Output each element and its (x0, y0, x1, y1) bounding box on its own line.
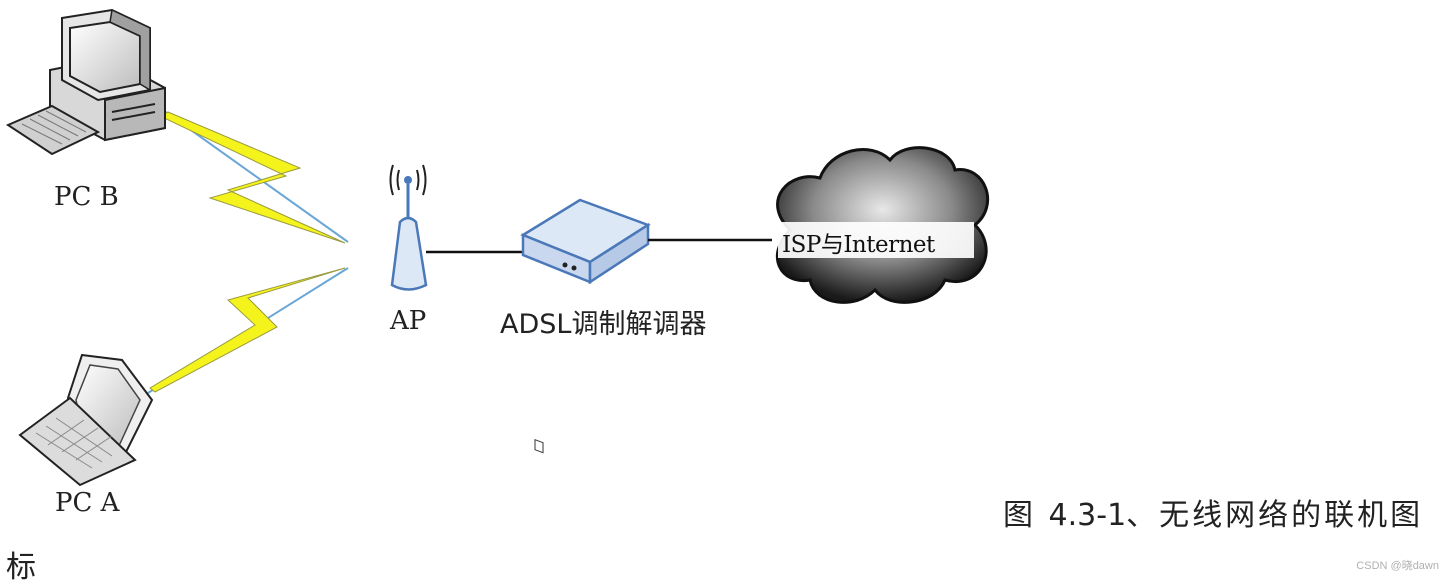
pc-b-label: PC B (54, 182, 119, 212)
figure-caption: 图 4.3-1、无线网络的联机图 (1003, 490, 1423, 534)
ap-label: AP (390, 306, 427, 336)
watermark: CSDN @晓dawn (1356, 560, 1439, 572)
laptop-computer-icon (18, 353, 154, 487)
isp-internet-label: ISP与Internet (782, 232, 935, 258)
pc-a-label: PC A (55, 488, 120, 518)
internet-cloud-icon (776, 146, 990, 304)
caption-number: 4.3-1 (1048, 498, 1127, 533)
lightning-bolt-upper-icon (158, 111, 346, 244)
figure-caption-wrap: 标 (6, 550, 39, 585)
adsl-modem-icon (520, 198, 651, 454)
lightning-bolt-lower-icon (149, 267, 346, 393)
caption-prefix: 图 (1003, 498, 1049, 533)
adsl-modem-label: ADSL调制解调器 (500, 309, 707, 340)
access-point-icon (389, 164, 428, 291)
desktop-computer-icon (5, 8, 166, 156)
caption-text: 、无线网络的联机图 (1126, 498, 1424, 533)
